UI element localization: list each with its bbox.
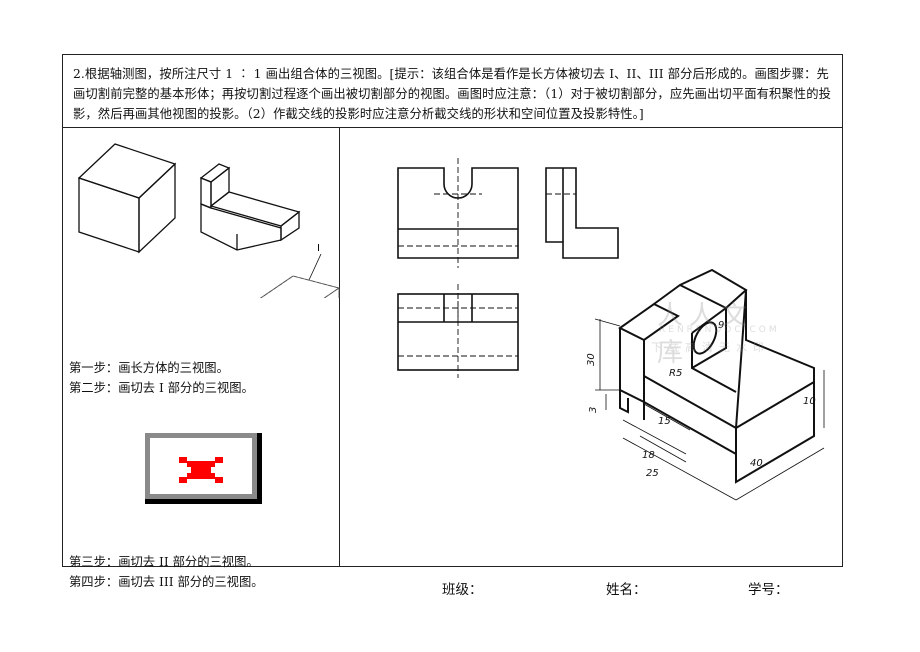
isometric-sketches: I bbox=[77, 143, 340, 298]
dim-40: 40 bbox=[750, 458, 763, 469]
right-panel: 30 3 15 18 25 40 10 9 R5 bbox=[340, 128, 842, 566]
step-3-text: 第三步：画切去 II 部分的三视图。 bbox=[69, 555, 259, 569]
student-id-label: 学号： bbox=[748, 582, 789, 598]
dim-25: 25 bbox=[646, 468, 659, 479]
plain-box-sketch bbox=[77, 143, 177, 254]
missing-image-placeholder bbox=[145, 433, 262, 504]
orthographic-drawing: 30 3 15 18 25 40 10 9 R5 bbox=[397, 158, 825, 501]
name-label: 姓名： bbox=[606, 582, 647, 598]
watermark-site: RENRENDOC.COM bbox=[659, 325, 780, 335]
isometric-model bbox=[618, 268, 815, 484]
left-panel: I 第一步：画长方体的三视图。 第二步：画切去 I 部分的三视图。 bbox=[63, 128, 340, 589]
dim-30: 30 bbox=[586, 353, 597, 366]
dim-18: 18 bbox=[642, 450, 655, 461]
watermark-title: 人人文库 bbox=[657, 301, 754, 368]
l-block-sketch bbox=[199, 163, 301, 251]
step-4-text: 第四步：画切去 III 部分的三视图。 bbox=[69, 575, 264, 589]
dim-15: 15 bbox=[658, 416, 671, 427]
watermark: 人人文库 RENRENDOC.COM 下载高清无水印 bbox=[649, 295, 780, 368]
broken-image-icon bbox=[179, 457, 223, 483]
watermark-slogan: 下载高清无水印 bbox=[651, 341, 770, 354]
exercise-sheet: 2.根据轴测图，按所注尺寸 1 ∶ 1 画出组合体的三视图。[提示：该组合体是看… bbox=[62, 54, 843, 589]
part-label-I: I bbox=[317, 243, 320, 254]
cut-piece-I-sketch bbox=[259, 275, 340, 298]
dim-10: 10 bbox=[803, 396, 816, 407]
step-2-text: 第二步：画切去 I 部分的三视图。 bbox=[69, 381, 254, 395]
class-label: 班级： bbox=[442, 582, 483, 598]
front-view bbox=[397, 167, 519, 259]
dim-r5: R5 bbox=[669, 368, 682, 379]
dim-9: 9 bbox=[718, 320, 724, 331]
dim-3: 3 bbox=[588, 407, 599, 413]
step-1-text: 第一步：画长方体的三视图。 bbox=[69, 361, 229, 375]
problem-statement: 2.根据轴测图，按所注尺寸 1 ∶ 1 画出组合体的三视图。[提示：该组合体是看… bbox=[63, 55, 842, 128]
side-view bbox=[545, 167, 619, 259]
